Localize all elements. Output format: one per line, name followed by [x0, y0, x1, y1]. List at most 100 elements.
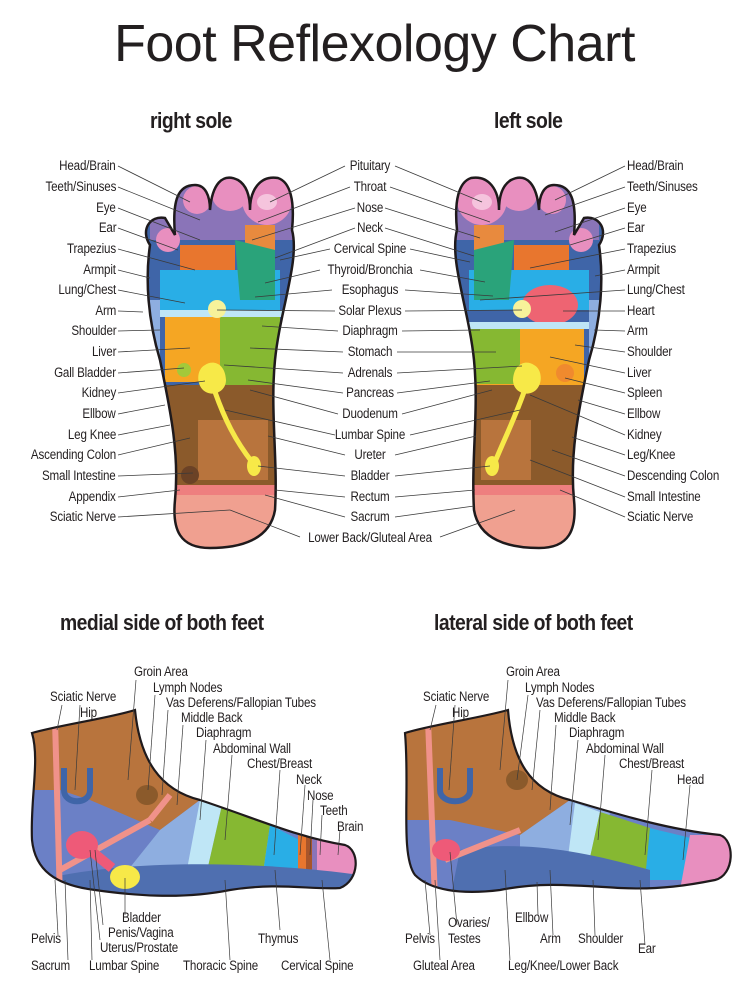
- label-middle-back: Middle Back: [181, 710, 243, 725]
- label-bladder: Bladder: [350, 468, 390, 483]
- heading-lateral: lateral side of both feet: [434, 610, 633, 635]
- label-sciatic-nerve: Sciatic Nerve: [50, 689, 117, 704]
- label-elbow: Ellbow: [82, 406, 116, 421]
- label-chest-breast: Chest/Breast: [619, 756, 685, 771]
- label-thyroid-bronchia: Thyroid/Bronchia: [327, 262, 413, 277]
- label-penis-vagina: Penis/Vagina: [108, 925, 174, 940]
- label-arm: Arm: [95, 303, 116, 318]
- label-small-intestine: Small Intestine: [42, 468, 116, 483]
- label-pancreas: Pancreas: [346, 385, 394, 400]
- label-sacrum: Sacrum: [31, 958, 70, 973]
- label-cervical-spine: Cervical Spine: [333, 241, 407, 256]
- label-leg-knee: Leg/Knee: [627, 447, 676, 462]
- label-ear: Ear: [98, 220, 116, 235]
- medial-foot: [31, 710, 356, 896]
- label-rectum: Rectum: [350, 489, 390, 504]
- label-lung-chest: Lung/Chest: [627, 282, 685, 297]
- label-heart: Heart: [627, 303, 655, 318]
- label-cervical-spine: Cervical Spine: [281, 958, 354, 973]
- label-head: Head: [677, 772, 705, 787]
- label-diaphragm: Diaphragm: [342, 323, 398, 338]
- label-lower-back-gluteal: Lower Back/Gluteal Area: [308, 530, 432, 545]
- label-ear: Ear: [638, 941, 656, 956]
- label-kidney: Kidney: [627, 427, 662, 442]
- label-middle-back: Middle Back: [554, 710, 616, 725]
- label-arm: Arm: [540, 931, 561, 946]
- label-shoulder: Shoulder: [578, 931, 624, 946]
- label-armpit: Armpit: [83, 262, 116, 277]
- label-brain: Brain: [337, 819, 364, 834]
- label-esophagus: Esophagus: [341, 282, 399, 297]
- label-sacrum: Sacrum: [350, 509, 390, 524]
- label-gall-bladder: Gall Bladder: [54, 365, 116, 380]
- heading-left-sole: left sole: [494, 108, 563, 133]
- label-thoracic-spine: Thoracic Spine: [183, 958, 259, 973]
- label-hip: Hip: [80, 705, 97, 720]
- label-stomach: Stomach: [347, 344, 393, 359]
- label-small-intestine: Small Intestine: [627, 489, 701, 504]
- label-liver: Liver: [627, 365, 652, 380]
- label-appendix: Appendix: [68, 489, 116, 504]
- label-lung-chest: Lung/Chest: [58, 282, 116, 297]
- label-teeth-sinuses: Teeth/Sinuses: [627, 179, 698, 194]
- label-ascending-colon: Ascending Colon: [30, 447, 116, 462]
- page-title: Foot Reflexology Chart: [114, 15, 635, 73]
- label-head-brain: Head/Brain: [59, 158, 117, 173]
- heading-right-sole: right sole: [150, 108, 232, 133]
- label-kidney: Kidney: [81, 385, 117, 400]
- right-sole-foot: [145, 177, 294, 548]
- label-teeth-sinuses: Teeth/Sinuses: [45, 179, 116, 194]
- label-head-brain: Head/Brain: [627, 158, 684, 173]
- label-abdominal-wall: Abdominal Wall: [586, 741, 664, 756]
- label-vas-deferens: Vas Deferens/Fallopian Tubes: [166, 695, 316, 710]
- label-diaphragm: Diaphragm: [569, 725, 625, 740]
- label-adrenals: Adrenals: [347, 365, 393, 380]
- label-elbow: Ellbow: [627, 406, 661, 421]
- label-lymph-nodes: Lymph Nodes: [525, 680, 595, 695]
- label-ovaries: Ovaries/: [448, 915, 490, 930]
- label-trapezius: Trapezius: [627, 241, 677, 256]
- label-throat: Throat: [353, 179, 387, 194]
- label-teeth: Teeth: [320, 803, 348, 818]
- label-shoulder: Shoulder: [70, 323, 116, 338]
- label-testes: Testes: [448, 931, 481, 946]
- label-sciatic-nerve: Sciatic Nerve: [423, 689, 490, 704]
- label-ear: Ear: [627, 220, 645, 235]
- label-leg-knee: Leg Knee: [67, 427, 117, 442]
- label-solar-plexus: Solar Plexus: [338, 303, 402, 318]
- label-uterus-prostate: Uterus/Prostate: [100, 940, 179, 955]
- label-shoulder: Shoulder: [627, 344, 673, 359]
- label-elbow: Ellbow: [515, 910, 549, 925]
- label-chest-breast: Chest/Breast: [247, 756, 313, 771]
- label-gluteal-area: Gluteal Area: [413, 958, 475, 973]
- label-abdominal-wall: Abdominal Wall: [213, 741, 291, 756]
- label-armpit: Armpit: [627, 262, 660, 277]
- label-hip: Hip: [452, 705, 469, 720]
- label-groin-area: Groin Area: [506, 664, 560, 679]
- label-ureter: Ureter: [354, 447, 386, 462]
- label-duodenum: Duodenum: [342, 406, 398, 421]
- label-thymus: Thymus: [258, 931, 299, 946]
- label-spleen: Spleen: [627, 385, 663, 400]
- label-lumbar-spine: Lumbar Spine: [334, 427, 406, 442]
- label-neck: Neck: [296, 772, 322, 787]
- label-sciatic-nerve: Sciatic Nerve: [627, 509, 694, 524]
- label-lumbar-spine: Lumbar Spine: [89, 958, 160, 973]
- label-bladder: Bladder: [122, 910, 161, 925]
- label-pelvis: Pelvis: [31, 931, 61, 946]
- label-neck: Neck: [357, 220, 383, 235]
- label-lymph-nodes: Lymph Nodes: [153, 680, 223, 695]
- label-nose: Nose: [356, 200, 384, 215]
- label-arm: Arm: [627, 323, 648, 338]
- label-nose: Nose: [307, 788, 334, 803]
- label-leg-knee-lower-back: Leg/Knee/Lower Back: [508, 958, 619, 973]
- label-pelvis: Pelvis: [405, 931, 435, 946]
- label-groin-area: Groin Area: [134, 664, 188, 679]
- label-descending-colon: Descending Colon: [627, 468, 720, 483]
- label-diaphragm: Diaphragm: [196, 725, 252, 740]
- label-eye: Eye: [96, 200, 117, 215]
- label-sciatic-nerve: Sciatic Nerve: [49, 509, 116, 524]
- label-vas-deferens: Vas Deferens/Fallopian Tubes: [536, 695, 686, 710]
- heading-medial: medial side of both feet: [60, 610, 264, 635]
